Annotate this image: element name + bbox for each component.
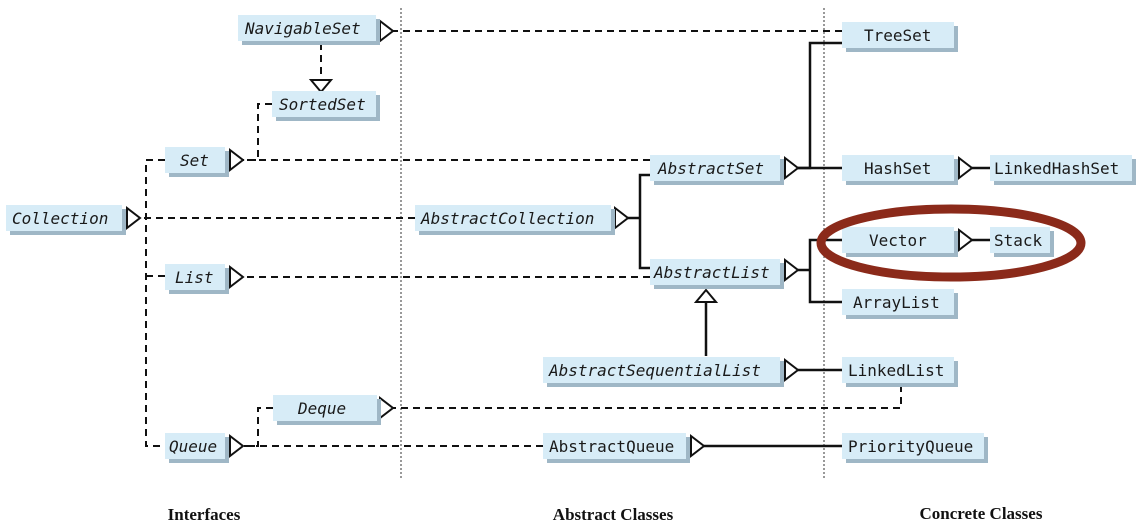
node-hashset: HashSet — [842, 155, 958, 185]
arrow-abstractlist-up — [693, 288, 719, 303]
node-abstractsequentiallist: AbstractSequentialList — [543, 357, 784, 387]
label-abstractlist: AbstractList — [653, 263, 770, 282]
arrow-abstractqueue — [690, 433, 706, 459]
highlight-ellipse — [816, 204, 1086, 282]
label-hashset: HashSet — [864, 159, 931, 178]
arrow-vector — [958, 227, 974, 253]
label-set: Set — [180, 151, 209, 170]
column-label-abstract-classes: Abstract Classes — [553, 505, 674, 524]
label-abstractsequentiallist: AbstractSequentialList — [548, 361, 761, 380]
label-sortedset: SortedSet — [279, 95, 366, 114]
arrow-abstractcollection — [614, 205, 630, 231]
arrow-sortedset — [308, 79, 334, 94]
node-treeset: TreeSet — [842, 22, 958, 52]
node-sortedset: SortedSet — [272, 91, 380, 121]
arrow-collection — [126, 205, 142, 231]
node-linkedlist: LinkedList — [842, 357, 958, 387]
label-stack: Stack — [994, 231, 1043, 250]
label-navigableset: NavigableSet — [244, 19, 361, 38]
label-treeset: TreeSet — [864, 26, 931, 45]
arrow-navigableset — [379, 18, 395, 44]
arrow-hashset — [958, 155, 974, 181]
node-stack: Stack — [990, 227, 1054, 257]
label-deque: Deque — [297, 399, 346, 418]
label-linkedhashset: LinkedHashSet — [994, 159, 1119, 178]
label-abstractcollection: AbstractCollection — [420, 209, 594, 228]
node-deque: Deque — [273, 395, 381, 425]
label-vector: Vector — [869, 231, 927, 250]
node-queue: Queue — [165, 433, 229, 463]
label-abstractqueue: AbstractQueue — [549, 437, 674, 456]
node-priorityqueue: PriorityQueue — [842, 433, 988, 463]
node-abstractlist: AbstractList — [650, 259, 784, 289]
arrow-list — [229, 264, 245, 290]
arrow-abstractsequentiallist — [784, 357, 800, 383]
arrow-deque — [379, 395, 395, 421]
label-collection: Collection — [12, 209, 108, 228]
arrow-queue — [229, 433, 245, 459]
column-label-concrete-classes: Concrete Classes — [920, 504, 1043, 523]
label-priorityqueue: PriorityQueue — [848, 437, 973, 456]
arrow-set — [229, 147, 245, 173]
node-abstractcollection: AbstractCollection — [415, 205, 615, 235]
label-arraylist: ArrayList — [853, 293, 940, 312]
node-linkedhashset: LinkedHashSet — [990, 155, 1136, 185]
node-arraylist: ArrayList — [842, 289, 958, 319]
arrow-abstractlist — [784, 257, 800, 283]
label-list: List — [175, 268, 214, 287]
label-abstractset: AbstractSet — [657, 159, 764, 178]
node-list: List — [165, 264, 229, 294]
column-label-interfaces: Interfaces — [168, 505, 241, 524]
node-vector: Vector — [842, 227, 958, 257]
node-collection: Collection — [6, 205, 126, 235]
node-abstractset: AbstractSet — [650, 155, 784, 185]
label-queue: Queue — [169, 437, 217, 456]
node-navigableset: NavigableSet — [238, 15, 380, 45]
arrow-abstractset — [784, 155, 800, 181]
node-set: Set — [165, 147, 229, 177]
node-abstractqueue: AbstractQueue — [543, 433, 690, 463]
label-linkedlist: LinkedList — [848, 361, 944, 380]
